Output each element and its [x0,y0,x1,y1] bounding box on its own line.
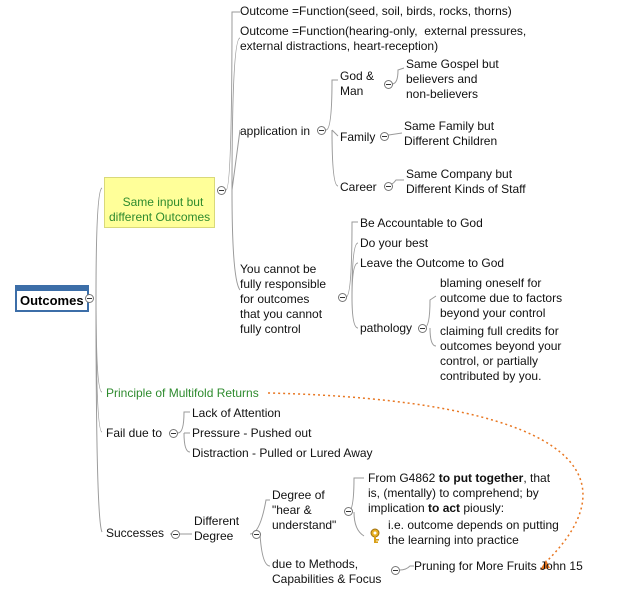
node-same-input[interactable]: Same input but different Outcomes [104,177,216,228]
g4862-bold-to-act: to act [428,501,461,515]
node-accountable[interactable]: Be Accountable to God [360,216,483,230]
collapse-icon-god-man[interactable] [384,80,393,89]
connector-pruning [399,565,414,571]
connector-god-man [391,67,405,85]
collapse-icon-different-degree[interactable] [252,530,261,539]
connector-fail-trunk [177,411,191,453]
collapse-icon-fail[interactable] [169,429,178,438]
node-g4862[interactable]: From G4862 to put together, that is, (me… [368,471,550,516]
node-application-in[interactable]: application in [240,124,311,138]
collapse-icon-root[interactable] [85,294,94,303]
g4862-suffix: piously: [460,501,505,515]
connector-pathology [423,295,437,347]
node-pathology[interactable]: pathology [360,321,413,335]
node-pressure[interactable]: Pressure - Pushed out [192,426,312,440]
node-fail-due-to[interactable]: Fail due to [106,426,163,440]
node-god-man-detail[interactable]: Same Gospel but believers and non-believ… [406,57,499,101]
node-do-best[interactable]: Do your best [360,236,429,250]
relationship-arrow [267,392,584,564]
g4862-prefix: From G4862 [368,471,439,485]
key-icon [370,528,380,543]
node-lack-attention[interactable]: Lack of Attention [192,406,281,420]
collapse-icon-family[interactable] [380,132,389,141]
node-outcome-function-2[interactable]: Outcome =Function(hearing-only, external… [240,24,527,53]
node-distraction[interactable]: Distraction - Pulled or Lured Away [192,446,373,460]
relationship-arrowhead [540,560,550,570]
node-different-degree[interactable]: Different Degree [194,514,240,543]
node-family-detail[interactable]: Same Family but Different Children [404,119,498,148]
root-label: Outcomes [20,293,84,308]
node-same-input-label: Same input but different Outcomes [109,195,211,224]
g4862-mid: , that is, (mentally) to comprehend; by … [368,471,551,515]
node-outcome-depends[interactable]: i.e. outcome depends on putting the lear… [388,518,559,547]
collapse-icon-cannot-control[interactable] [338,293,347,302]
node-outcome-function-1[interactable]: Outcome =Function(seed, soil, birds, roc… [240,4,512,18]
node-leave-outcome[interactable]: Leave the Outcome to God [360,256,505,270]
node-multifold-returns[interactable]: Principle of Multifold Returns [106,386,259,400]
node-cannot-control[interactable]: You cannot be fully responsible for outc… [240,262,327,336]
root-node-titlebar [15,285,89,289]
collapse-icon-successes[interactable] [171,530,180,539]
connector-cannot-control-trunk [345,221,359,329]
node-successes[interactable]: Successes [106,526,165,540]
node-career[interactable]: Career [340,180,377,194]
node-family[interactable]: Family [340,130,376,144]
node-pathology-claiming[interactable]: claiming full credits for outcomes beyon… [440,324,562,383]
collapse-icon-pathology[interactable] [418,324,427,333]
node-pathology-blaming[interactable]: blaming oneself for outcome due to facto… [440,276,563,320]
connector-application-trunk [325,79,339,187]
node-degree-of-hear[interactable]: Degree of "hear & understand" [272,488,337,532]
node-due-to-methods[interactable]: due to Methods, Capabilities & Focus [272,557,382,586]
collapse-icon-due-to-methods[interactable] [391,566,400,575]
g4862-bold-put-together: to put together [438,471,524,485]
root-node[interactable]: Outcomes [15,285,89,312]
collapse-icon-degree-of-hear[interactable] [344,507,353,516]
node-pruning[interactable]: Pruning for More Fruits John 15 [414,559,583,573]
node-god-man[interactable]: God & Man [340,69,375,98]
collapse-icon-same-input[interactable] [217,186,226,195]
collapse-icon-application-in[interactable] [317,126,326,135]
collapse-icon-career[interactable] [384,182,393,191]
node-career-detail[interactable]: Same Company but Different Kinds of Staf… [406,167,526,196]
connector-root-to-fail [95,297,103,433]
connector-same-input-trunk [225,11,241,291]
